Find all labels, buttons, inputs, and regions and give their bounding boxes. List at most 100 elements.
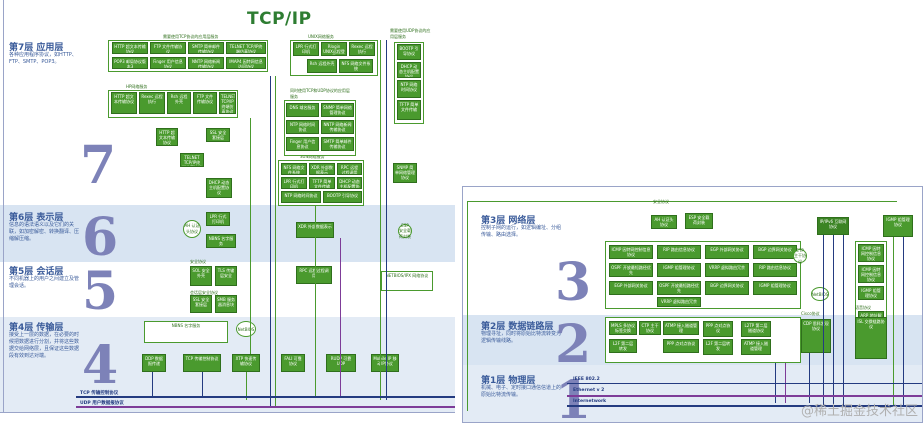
nbns-group: NBNS 名字服务 [144,321,228,343]
netbios-circle: NetBIOS [236,321,256,337]
nis-box: NTP 网络时间协议 [281,191,321,203]
sol-box: SOL 安全外壳 [190,266,212,286]
arp-group-label: 语音协议 [855,305,871,310]
ddp-box: DDP 数据报传递 [142,354,166,372]
l2tp-box: L2TP 第二层隧道协议 [741,321,771,337]
poster-border [3,0,4,412]
tcp-bus-label: TCP 传输控制协议 [80,391,119,396]
fali-box: FALI 可靠协议 [281,354,305,372]
ddcp-box: XTP 快速传输协议 [232,354,260,372]
finger-tcp-box: Finger 用户信息协议 [286,137,319,151]
upper-layers-poster: 第7层 应用层 各种应用程序协议，如HTTP、FTP、SMTP、POP3。 7 … [0,0,455,423]
nhrp-box: RIP 路由信息协议 [657,245,701,259]
session-security-label: 会话层安全协议 [190,290,218,295]
snmp-box: SNMP 简单网络管理协议 [321,103,354,117]
layer6-desc: 信息的语法语义以及它们的关联，如加密解密、转换翻译、压缩解压缩。 [9,222,80,242]
imap-box: IMAP4 因特网信息访问协议 [226,57,266,69]
ip-vertical-3 [843,235,844,405]
ieee-label: IEEE 802.2 [573,377,600,382]
rpc-vertical-line [340,238,341,398]
v3-box: ICMP 因特网控制信息协议 [858,244,884,262]
vj-vertical-line [202,372,203,396]
lpp-box: LPR 行式打印机 [206,212,230,226]
dns-box: DNS 域名服务 [286,103,319,117]
cdp-box: CDP 思科发现协议 [801,319,831,353]
watermark: @稀土掘金技术社区 [800,404,918,419]
ieee-bus [567,383,922,384]
pim-dm-box: RIP 路由信息协议 [753,263,797,277]
netbeui-circle: NetBIOS [811,287,829,301]
internetwork-label: Internetwork [573,399,607,404]
lower-layers-poster: 第3层 网络层 控制子网的运行，如逻辑编址、分组传输、路由选择。 3 第2层 数… [462,186,923,423]
ospf-box: OSPF 开放最短路径优先 [609,263,653,277]
x25-circle: CTP 主干协议 [793,247,807,264]
pptp-box: PPP 点对点协议 [703,321,733,337]
layer1-title: 第1层 物理层 [481,376,536,386]
layer5-title: 第5层 会话层 [9,267,64,277]
tls-box: TLS 传输层安全 [215,266,237,286]
mpls-box: MPLS 多协议标签交换 [609,321,637,335]
mount-box: BOOTP 引导协议 [323,191,362,203]
layer1-number: 1 [555,370,592,423]
van-jacobson-box: TCP 传输控制协议 [183,354,221,372]
ss-box: SNMP 简单网络管理协议 [393,163,417,183]
igmp-right-box: IGMP 组管理协议 [858,286,884,300]
layer5-desc: 不同机器上的用户之间建立及管理会话。 [9,276,80,289]
glp-box: IGMP 组管理协议 [883,215,913,237]
nntp-tcp-box: NNTP 网络新闻传输协议 [321,120,354,134]
bootp-box: BOOTP 引导协议 [397,44,421,60]
ethernet-bus [567,395,922,397]
ctp-box: CTP 主干协议 [639,321,661,335]
xdr-box-2: TFTP 简单文件传输 [309,177,335,189]
layer2-desc: 物理寻址，同时将原始比特流转变为逻辑传输线路。 [481,331,562,344]
internetwork-bus [567,405,922,407]
http-box: HTTP 超文本传输协议 [112,42,148,54]
layer4-desc: 接受上一层的数据，在必要的时候把数据进行分割，并将这些数据交给网络层，且保证这些… [9,332,80,359]
ssl-circle: AH 认证头协议 [183,220,201,238]
layer4-number: 4 [82,335,119,396]
telnet-box: TELNET TCP/IP终端仿真协议 [226,42,266,54]
bgp-box: BGP 边界网关协议 [753,245,797,259]
nfs-box: NFS 网络文件系统 [339,59,373,73]
hp-vertical-line [250,118,251,354]
right-vertical-2 [903,237,904,405]
rudp-box: RUDP 可靠UDP [326,354,356,372]
nntp-box: NNTP 网络新闻传输协议 [188,57,224,69]
vrrp-box: VRRP 虚拟路由冗余 [657,297,701,307]
ripng-box: OSPF 开放最短路径优先 [657,281,701,295]
hp-box-1: HTTP 超文本传输协议 [111,92,137,114]
ah-box: AH 认证头协议 [651,215,677,229]
rpc-sun-box: RPC 远程过程调用 [337,163,362,175]
cisco-label: Cisco协议 [801,311,820,316]
ftp-box: FTP 文件传输协议 [150,42,186,54]
hp-box-3: Rsh 远程外壳 [167,92,191,114]
finger-box: Finger 用户信息协议 [150,57,186,69]
rsh-box: Rsh 远程外壳 [307,59,337,73]
layer5-number: 5 [82,261,119,322]
sun-group-label: SUN网络服务 [300,154,325,159]
ssl-app-box: SSL 安全套接层 [206,128,230,142]
sun-vertical-line [315,206,316,396]
l2f-box: L2F 第二层转发 [703,339,733,355]
l2-right-box: ISL 交换链路协议 [855,317,887,359]
udp-group-label: 需要使用UDP协议的应用层服务 [390,28,431,39]
igrp-box: EGP 外部网关协议 [609,281,653,295]
network-top-line [467,201,897,202]
rpc-box: RPC 远程过程调用 [296,266,332,284]
ldap-box: SMB 服务器消息块 [215,295,237,313]
icmp-right-box: ICMP 因特网控制信息协议 [858,265,884,283]
layer4-title: 第4层 传输层 [9,323,64,333]
xwindow-box: TELNET TCP/IP终端仿真协议 [180,153,204,167]
tcp-udp-group-label: 同时使用TCP和UDP协议的应用层服务 [290,88,350,99]
rexec-box: Rexec 远程执行 [349,42,375,56]
pop3-box: POP3 邮局协议版本3 [112,57,148,69]
poster-bottom-border [0,412,455,413]
udp-bus-label: UDP 用户数据报协议 [80,401,124,406]
network-border-line [467,201,468,411]
nfs-sun-box-2: LPR 行式打印机 [281,177,307,189]
layer6-title: 第6层 表示层 [9,213,64,223]
ddcp-vertical-line [246,372,247,400]
egp-box: EGP 外部网关协议 [705,245,749,259]
ip-vertical-1 [823,235,824,405]
right-vertical-1 [893,237,894,405]
